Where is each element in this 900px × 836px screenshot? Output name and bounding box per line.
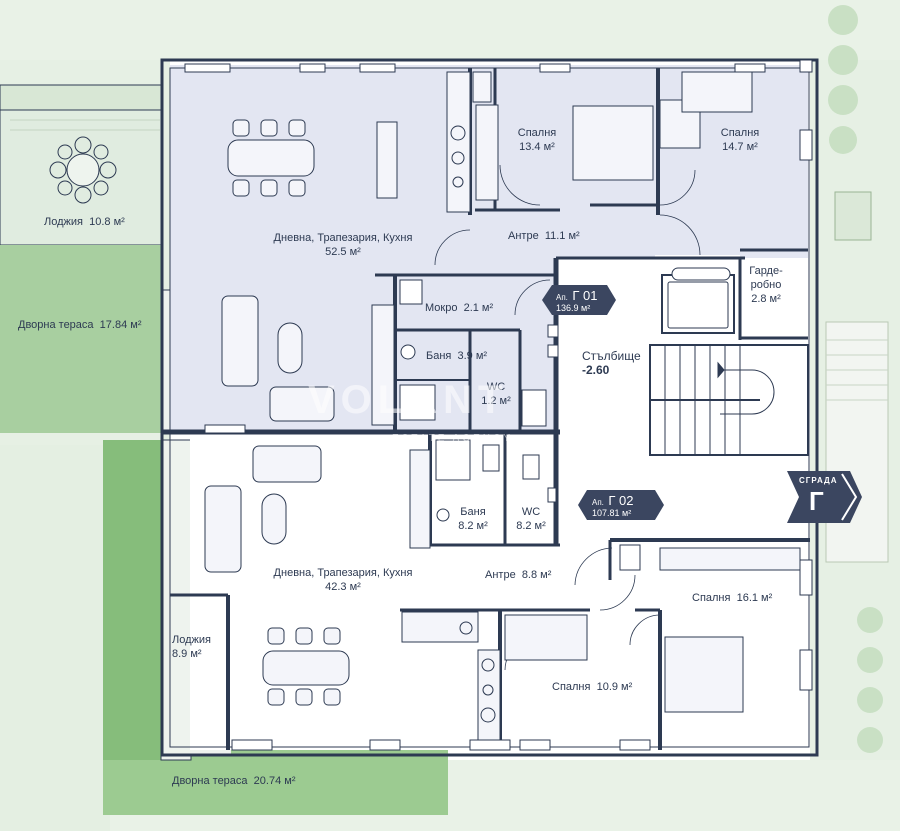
terrace-strip <box>103 440 161 760</box>
building-badge <box>787 471 862 523</box>
garden-bench <box>834 191 872 241</box>
elevator <box>661 267 735 334</box>
watermark-brand: VOLANT <box>308 378 509 422</box>
hall-top-label: Антре 11.1 м² <box>508 230 580 242</box>
apartment-tag-g01 <box>542 285 616 315</box>
loggia-top-rail <box>0 84 163 111</box>
hall-bottom-label: Антре 8.8 м² <box>485 569 552 581</box>
kitchen-bottom <box>401 611 501 741</box>
watermark-sub: ESTATE AGENCY <box>392 433 513 444</box>
stairs-flight <box>649 344 809 456</box>
loggia-top-label: Лоджия 10.8 м² <box>44 216 125 228</box>
bath-top-label: Баня 3.9 м² <box>426 350 488 362</box>
kitchen-top <box>446 71 499 213</box>
building-label: СГРАДА <box>799 476 838 485</box>
tree-row <box>828 5 883 753</box>
sofa-set-bottom <box>204 445 431 573</box>
lawn-top <box>0 0 900 60</box>
dining-set-bottom <box>262 627 350 706</box>
yard-terrace-bottom-label: Дворна тераса 20.74 м² <box>172 775 296 787</box>
building-letter: Г <box>809 486 824 516</box>
walkway <box>825 321 889 563</box>
bathroom-fixtures <box>399 279 641 571</box>
yard-terrace-left <box>0 245 163 433</box>
laundry-label: Мокро 2.1 м² <box>425 302 494 314</box>
apartment-tag-g02 <box>578 490 664 520</box>
beds <box>504 71 801 713</box>
stairs-label: Стълбище-2.60 <box>582 349 641 377</box>
bedroom-d-label: Спалня 10.9 м² <box>552 681 633 693</box>
loggia-deck <box>10 119 160 131</box>
windows <box>184 59 813 751</box>
patio-table-set <box>49 136 117 204</box>
yard-terrace-left-label: Дворна тераса 17.84 м² <box>18 319 142 331</box>
walkway-lines <box>826 339 888 401</box>
bedroom-c-label: Спалня 16.1 м² <box>692 592 773 604</box>
dining-set-top <box>227 119 398 199</box>
lawn-bottom-left <box>0 445 110 831</box>
sofa-set-top <box>221 295 395 426</box>
